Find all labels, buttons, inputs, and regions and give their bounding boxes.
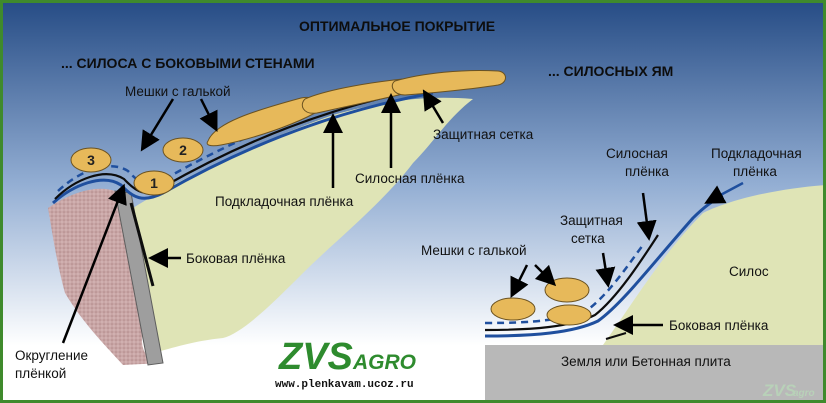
arrow-gravel-bags-pit-a — [510, 264, 529, 298]
arrow-protective-net — [422, 89, 445, 124]
arrow-silage-film-pit — [636, 192, 657, 241]
label-side-film-left: Боковая плёнка — [186, 251, 286, 266]
logo-main: ZVS — [278, 336, 353, 378]
label-ground: Земля или Бетонная плита — [561, 354, 731, 369]
diagram-canvas: 1 2 3 ... СИЛОСА С БОКОВЫМИ СТЕНАМИ Мешк… — [3, 3, 823, 400]
protective-net-pit — [484, 244, 645, 325]
arrow-protective-net-pit — [595, 252, 616, 288]
label-silage-film-pit-line2: плёнка — [625, 164, 669, 179]
side-film — [129, 202, 155, 287]
left-diagram-heading: ... СИЛОСА С БОКОВЫМИ СТЕНАМИ — [61, 55, 315, 71]
label-underlay-film-pit-line1: Подкладочная — [711, 146, 802, 161]
silage-film-pit — [484, 234, 659, 332]
label-protective-net-left: Защитная сетка — [433, 127, 534, 142]
label-underlay-film-pit-line2: плёнка — [733, 164, 777, 179]
arrow-rounding — [61, 183, 127, 344]
label-silage-film-left: Силосная плёнка — [355, 171, 465, 186]
silo-mound — [603, 185, 823, 345]
label-silo: Силос — [729, 264, 769, 279]
logo-url: www.plenkavam.ucoz.ru — [275, 379, 414, 391]
left-silo-diagram: 1 2 3 ... СИЛОСА С БОКОВЫМИ СТЕНАМИ Мешк… — [15, 55, 534, 381]
label-silage-film-pit-line1: Силосная — [606, 146, 668, 161]
gravel-bag-pit — [544, 277, 590, 303]
zvs-agro-logo: ZVS AGRO www.plenkavam.ucoz.ru — [275, 336, 416, 391]
page-title: ОПТИМАЛЬНОЕ ПОКРЫТИЕ — [299, 18, 495, 34]
arrow-gravel-bags-a — [140, 98, 175, 152]
arrow-underlay-film-pit — [704, 181, 744, 204]
right-diagram-heading: ... СИЛОСНЫХ ЯМ — [548, 63, 673, 79]
arrow-gravel-bags-b — [199, 98, 218, 132]
label-protective-net-pit-line1: Защитная — [560, 213, 623, 228]
gravel-bag-2 — [162, 137, 204, 163]
logo-sub: AGRO — [352, 351, 416, 374]
ground-slab — [485, 345, 823, 400]
bag-number-1: 1 — [150, 175, 158, 191]
gravel-bag-pit — [546, 304, 592, 326]
label-gravel-bags-left: Мешки с галькой — [125, 84, 231, 99]
earth-mound — [48, 188, 163, 365]
label-protective-net-pit-line2: сетка — [571, 231, 605, 246]
corner-watermark-logo: ZVS agro — [762, 381, 815, 400]
right-pit-diagram: ... СИЛОСНЫХ ЯМ Силосная плёнка Подкладо… — [421, 63, 823, 400]
arrow-gravel-bags-pit-b — [534, 264, 557, 287]
label-rounding-line1: Округление — [15, 348, 88, 363]
label-gravel-bags-pit: Мешки с галькой — [421, 243, 527, 258]
label-rounding-line2: плёнкой — [15, 366, 66, 381]
bag-number-2: 2 — [179, 142, 187, 158]
label-underlay-film-left: Подкладочная плёнка — [215, 194, 354, 209]
bag-number-3: 3 — [87, 152, 95, 168]
label-side-film-pit: Боковая плёнка — [669, 318, 769, 333]
gravel-bag-3 — [70, 147, 112, 173]
gravel-bag-pit — [490, 297, 536, 321]
silage-mass — [133, 97, 473, 353]
gravel-bag-1 — [133, 170, 175, 196]
underlay-film-pit — [484, 194, 724, 338]
corner-logo-sub: agro — [793, 388, 815, 399]
corner-logo-main: ZVS — [762, 381, 797, 400]
